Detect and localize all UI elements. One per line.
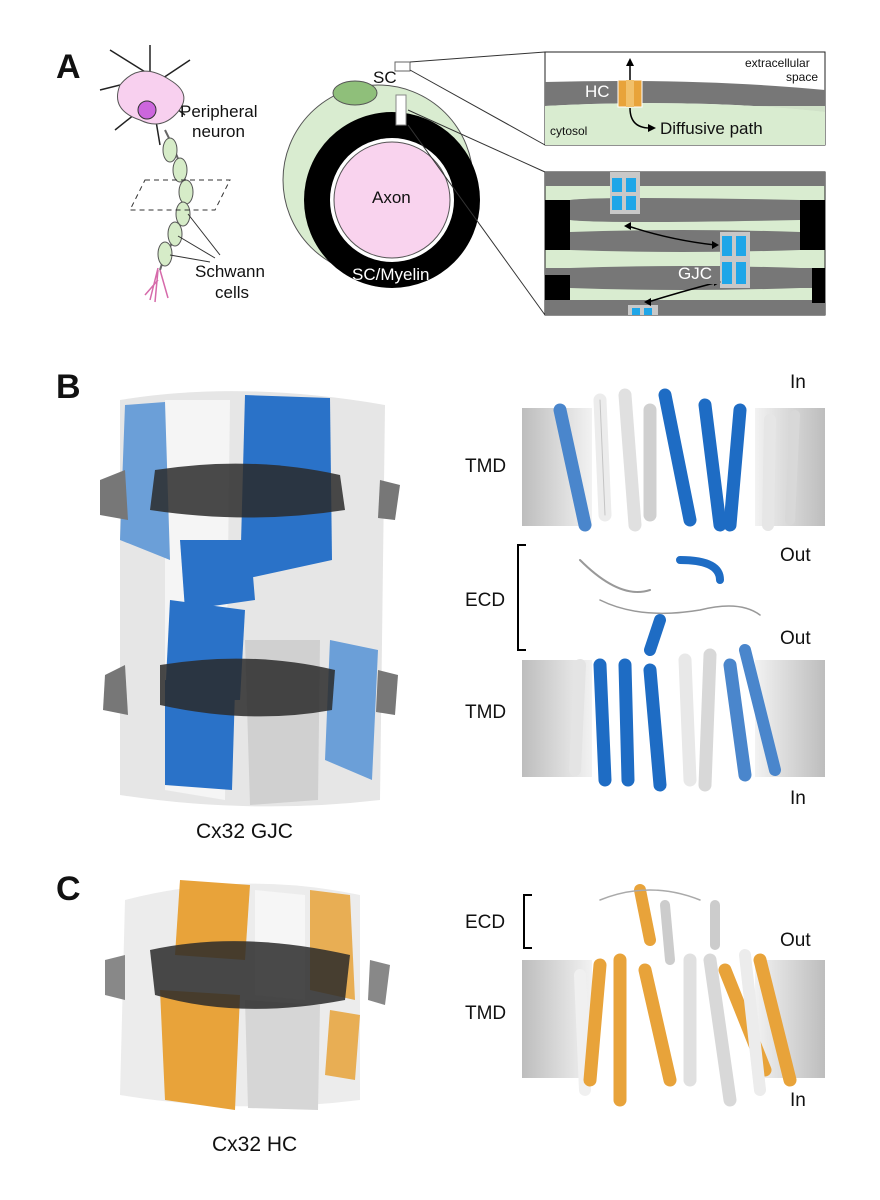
hc-density-map xyxy=(105,880,390,1110)
ecd-label-b: ECD xyxy=(465,590,506,611)
tmd-top-label: TMD xyxy=(465,456,507,477)
panel-a-letter: A xyxy=(56,48,81,86)
neuron-drawing xyxy=(99,45,231,303)
axon-label: Axon xyxy=(372,188,411,207)
out-label-2: Out xyxy=(780,628,811,649)
cytosol-label: cytosol xyxy=(550,124,588,138)
schwann-label-2: cells xyxy=(215,283,250,302)
cross-section xyxy=(282,51,546,316)
tmd-bottom-label: TMD xyxy=(465,702,507,723)
ecd-label-c: ECD xyxy=(465,912,506,933)
inset-hc xyxy=(544,51,826,146)
in-label-c: In xyxy=(790,1090,806,1111)
panel-b-letter: B xyxy=(56,368,81,406)
diffusive-path-label: Diffusive path xyxy=(660,119,763,138)
gjc-density-map xyxy=(100,391,400,807)
panel-c-letter: C xyxy=(56,870,81,908)
hc-caption: Cx32 HC xyxy=(212,1133,298,1156)
extracellular-label-2: space xyxy=(786,70,819,84)
gjc-cartoon xyxy=(517,388,825,792)
myelin-label: SC/Myelin xyxy=(352,265,430,284)
out-label-1: Out xyxy=(780,545,811,566)
gjc-label: GJC xyxy=(678,264,712,283)
sc-label: SC xyxy=(373,68,397,87)
neuron-label-2: neuron xyxy=(192,122,245,141)
hc-label: HC xyxy=(585,82,610,101)
in-top-label: In xyxy=(790,372,806,393)
in-bottom-label: In xyxy=(790,788,806,809)
out-label-c: Out xyxy=(780,930,811,951)
nucleus xyxy=(137,100,157,120)
tmd-label-c: TMD xyxy=(465,1003,507,1024)
hc-cartoon xyxy=(522,884,825,1107)
neuron-label-1: Peripheral xyxy=(180,102,258,121)
schwann-label-1: Schwann xyxy=(195,262,265,281)
gjc-caption: Cx32 GJC xyxy=(196,820,293,843)
inset-gjc xyxy=(544,171,826,316)
extracellular-label-1: extracellular xyxy=(745,56,810,70)
